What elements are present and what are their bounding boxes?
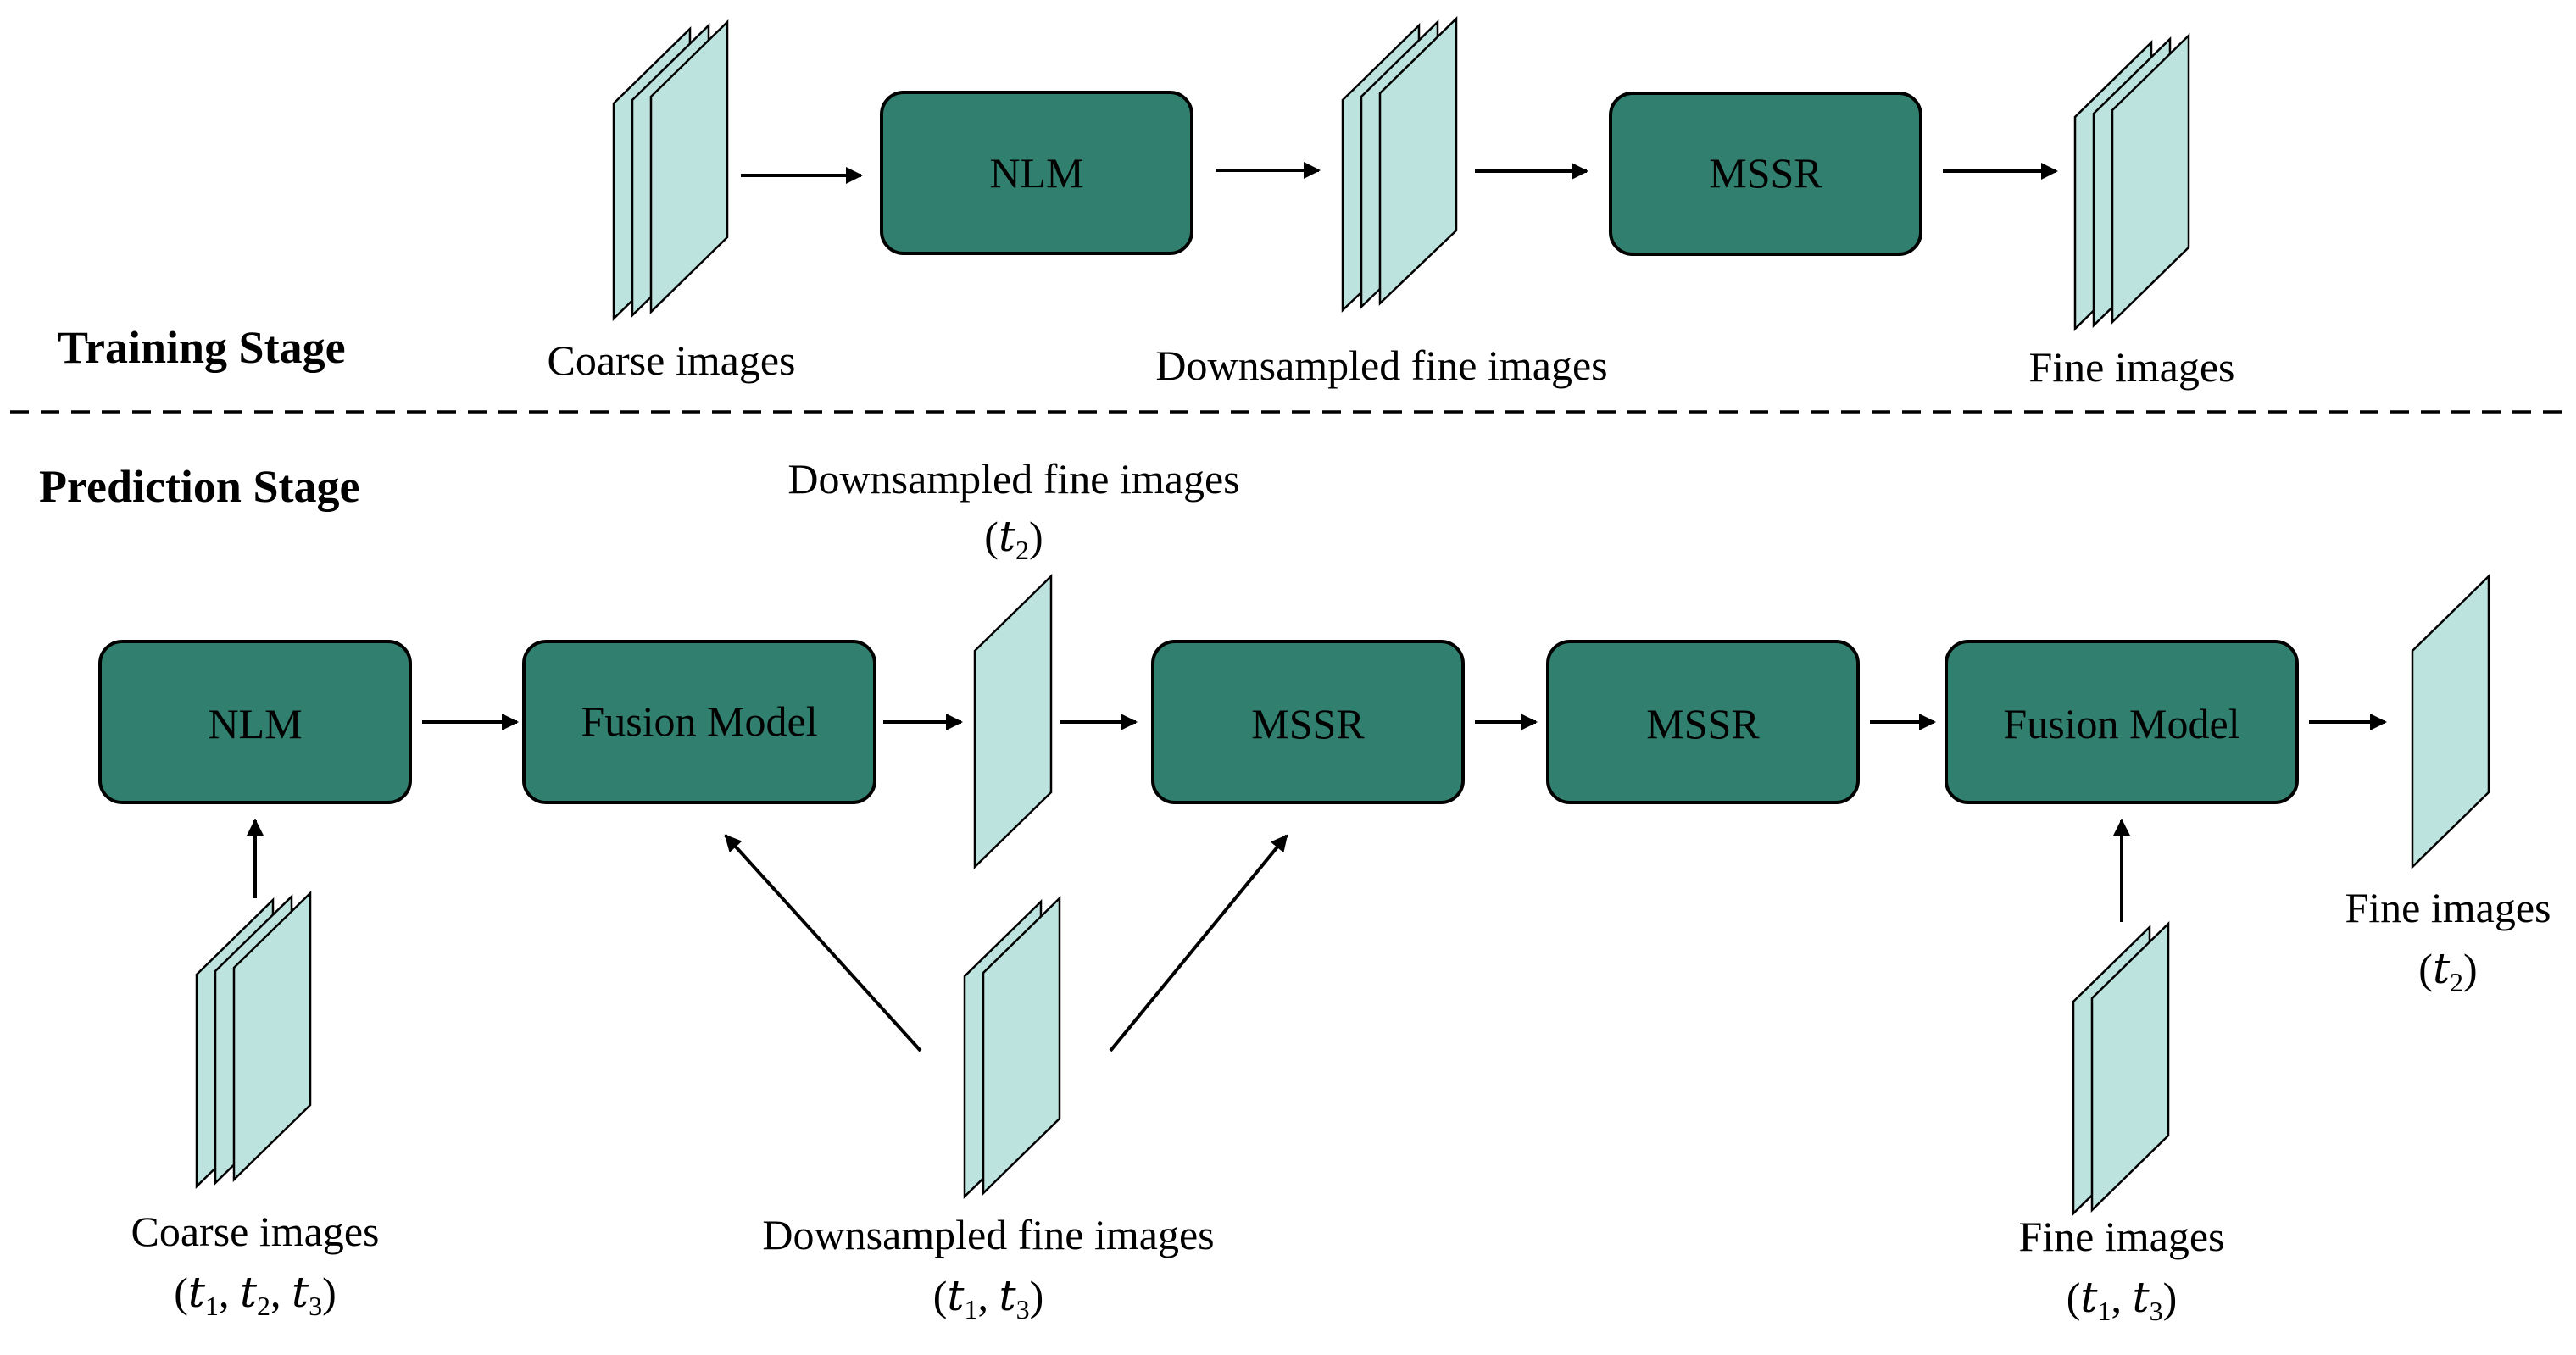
- training-stage: Training Stage Coarse images NLM Downsam…: [58, 16, 2235, 391]
- training-coarse-caption: Coarse images: [548, 336, 796, 384]
- prediction-downsampled-caption: Downsampled fine images: [762, 1211, 1214, 1258]
- training-fine-image-stack: [2073, 33, 2190, 331]
- prediction-mssr-module-2: MSSR: [1546, 640, 1860, 804]
- prediction-nlm-module: NLM: [98, 640, 412, 804]
- prediction-fusion-1-label: Fusion Model: [581, 697, 817, 745]
- training-nlm-label: NLM: [989, 149, 1083, 197]
- prediction-downsampled-t2-time: (t2): [984, 512, 1043, 565]
- prediction-fine-inputs-caption: Fine images: [2018, 1213, 2224, 1260]
- prediction-fine-output-time: (t2): [2418, 944, 2477, 997]
- module-box: [1609, 92, 1922, 256]
- arrow: [724, 834, 922, 1052]
- module-box: [98, 640, 412, 804]
- prediction-fine-image-stack: [2072, 921, 2170, 1216]
- training-fine-caption: Fine images: [2028, 343, 2234, 391]
- prediction-fine-inputs-time: (t1, t3): [2067, 1273, 2178, 1326]
- prediction-stage: Prediction Stage Downsampled fine images…: [39, 455, 2551, 1326]
- prediction-nlm-label: NLM: [208, 700, 302, 747]
- training-mssr-module: MSSR: [1609, 92, 1922, 256]
- prediction-mssr-2-label: MSSR: [1646, 700, 1760, 747]
- training-downsampled-image-stack: [1341, 16, 1458, 313]
- prediction-fusion-2-label: Fusion Model: [2003, 700, 2239, 747]
- prediction-downsampled-t2-sheet: [973, 574, 1053, 869]
- prediction-mssr-1-label: MSSR: [1251, 700, 1365, 747]
- training-nlm-module: NLM: [880, 91, 1193, 255]
- image-sheet: [2090, 921, 2170, 1213]
- prediction-coarse-caption: Coarse images: [131, 1208, 380, 1255]
- prediction-coarse-image-stack: [195, 891, 312, 1189]
- prediction-fine-output-sheet: [2411, 574, 2490, 869]
- prediction-fusion-model-1: Fusion Model: [522, 640, 876, 804]
- image-sheet: [1378, 16, 1458, 306]
- prediction-fine-output-caption: Fine images: [2345, 884, 2551, 931]
- prediction-downsampled-time: (t1, t3): [933, 1271, 1044, 1324]
- prediction-mssr-module-1: MSSR: [1151, 640, 1465, 804]
- training-downsampled-caption: Downsampled fine images: [1155, 342, 1607, 389]
- prediction-stage-label: Prediction Stage: [39, 461, 359, 512]
- image-sheet: [982, 896, 1061, 1196]
- module-box: [522, 640, 876, 804]
- module-box: [1945, 640, 2299, 804]
- prediction-downsampled-image-stack: [963, 896, 1061, 1199]
- image-sheet: [2111, 33, 2190, 325]
- prediction-coarse-time: (t1, t2, t3): [174, 1268, 337, 1321]
- training-mssr-label: MSSR: [1709, 149, 1822, 197]
- module-box: [1151, 640, 1465, 804]
- image-sheet: [232, 891, 312, 1182]
- module-box: [1546, 640, 1860, 804]
- module-box: [880, 91, 1193, 255]
- prediction-fusion-model-2: Fusion Model: [1945, 640, 2299, 804]
- arrow: [1109, 834, 1288, 1052]
- training-coarse-image-stack: [612, 19, 729, 321]
- image-sheet: [649, 19, 729, 314]
- training-stage-label: Training Stage: [58, 322, 346, 373]
- prediction-downsampled-t2-caption: Downsampled fine images: [787, 455, 1239, 503]
